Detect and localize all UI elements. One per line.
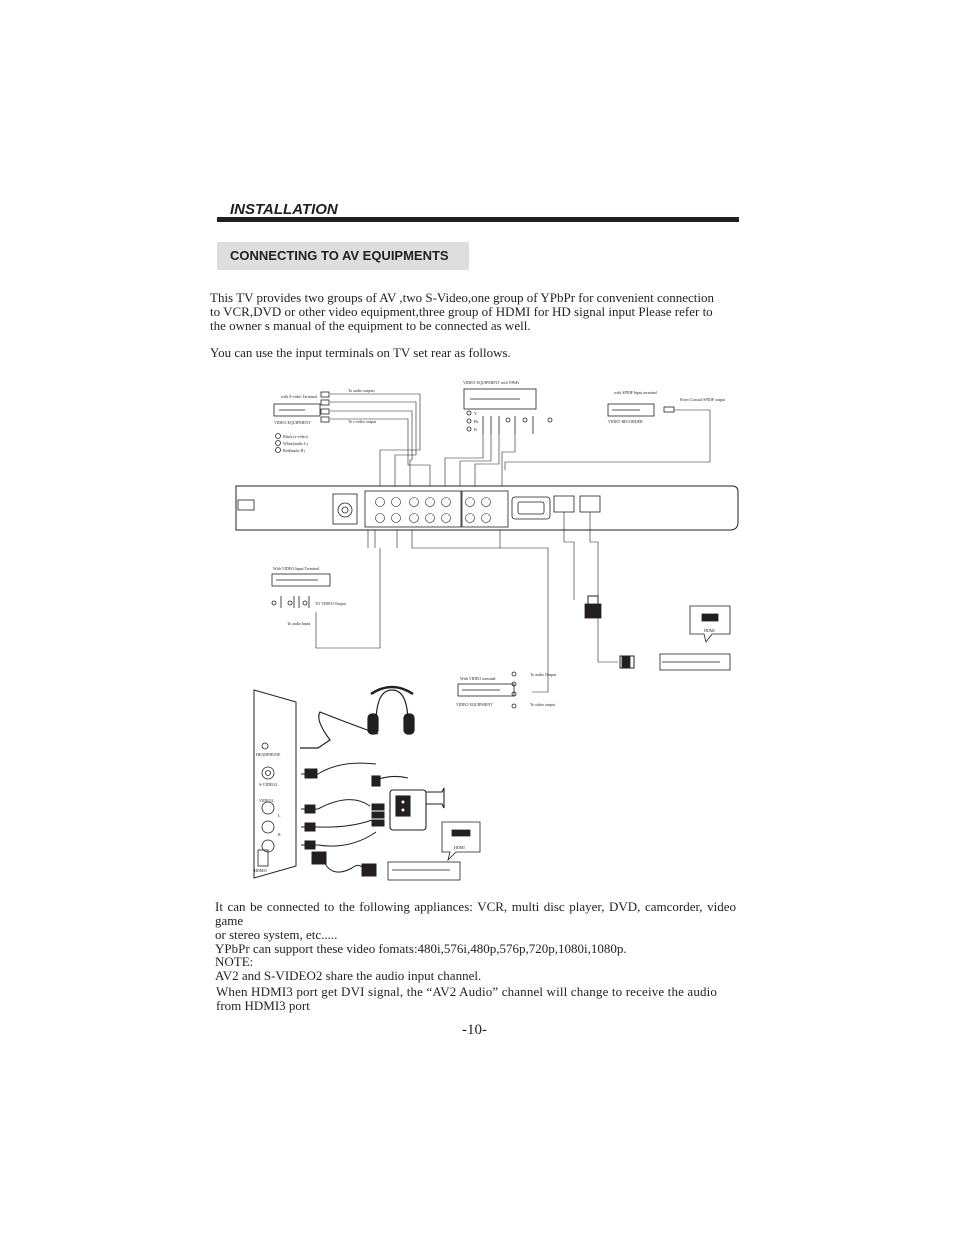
- side-l: L: [278, 813, 281, 818]
- note-line-2: When HDMI3 port get DVI signal, the “AV2…: [216, 984, 718, 999]
- top-cables: [330, 393, 711, 486]
- video-in-to-audio: To audio Input: [287, 621, 311, 626]
- section-title: INSTALLATION: [230, 201, 338, 218]
- page-number: -10-: [462, 1022, 487, 1038]
- svideo-equipment: [273, 391, 330, 453]
- svideo-video-out: To s-video output: [348, 419, 377, 424]
- video-in-to-video: TO VIDEO Output: [315, 601, 347, 606]
- ypbpr-y: Y: [474, 411, 477, 416]
- banner-title: CONNECTING TO AV EQUIPMENTS: [230, 248, 449, 263]
- appliance-line-1: It can be connected to the following app…: [215, 899, 736, 928]
- side-cables: [301, 762, 385, 877]
- svideo-device-title: with S-video Terminal: [281, 394, 318, 399]
- intro-paragraph-2: You can use the input terminals on TV se…: [210, 345, 511, 360]
- bottom-cables: [315, 512, 618, 693]
- hdmi-plug-vertical: [584, 595, 635, 669]
- side-hdmi3: HDMI3: [254, 868, 267, 873]
- appliance-text: It can be connected to the following app…: [215, 900, 736, 956]
- video-term-label: VIDEO EQUIPMENT: [456, 702, 493, 707]
- video-in-title: With VIDEO Input Terminal: [273, 566, 320, 571]
- spdif-out: From Coaxial SPDIF output: [680, 397, 726, 402]
- side-r: R: [278, 832, 281, 837]
- note-line-1: AV2 and S-VIDEO2 share the audio input c…: [215, 968, 482, 983]
- spdif-recorder: [607, 403, 675, 417]
- spdif-device-title: with SPDIF Input terminal: [614, 390, 658, 395]
- note-block-2: When HDMI3 port get DVI signal, the “AV2…: [216, 985, 744, 1013]
- intro-paragraph: This TV provides two groups of AV ,two S…: [210, 291, 731, 333]
- side-video2: VIDEO2: [259, 798, 273, 803]
- spdif-device-label: VIDEO RECORDER: [608, 419, 643, 424]
- video-terminal-device: [457, 671, 517, 709]
- section-banner: CONNECTING TO AV EQUIPMENTS: [217, 242, 469, 270]
- header-rule: [217, 217, 739, 222]
- hdmi-player-right: [659, 653, 731, 671]
- hdmi-player-lower: [387, 861, 461, 881]
- tv-rear-panel: [235, 485, 739, 531]
- hdmi-label-2: HDMI: [454, 845, 465, 850]
- svideo-audio-out: To audio outputs: [348, 388, 375, 393]
- hdmi-label-1: HDMI: [704, 628, 715, 633]
- ypbpr-pb: Pb: [474, 419, 478, 424]
- ypbpr-device-label: VIDEO EQUIPMENT with YPbPr: [463, 380, 520, 385]
- tv-side-panel: [253, 689, 297, 879]
- side-headphone: HEADPHONE: [256, 752, 281, 757]
- headphones-icon: [300, 685, 415, 749]
- ypbpr-pr: Pr: [474, 427, 478, 432]
- intro-line-1: This TV provides two groups of AV ,two S…: [210, 290, 715, 305]
- video-term-audio: To audio Output: [530, 672, 557, 677]
- side-svideo2: S-VIDEO2: [259, 782, 277, 787]
- connection-diagram: with S-video Terminal VIDEO EQUIPMENT To…: [200, 372, 760, 892]
- video-term-video: To video output: [530, 702, 556, 707]
- camcorder-icon: [371, 775, 445, 831]
- hdmi-callout-2: [441, 821, 481, 862]
- note-line-3: from HDMI3 port: [216, 998, 310, 1013]
- note-heading: NOTE:: [215, 954, 254, 969]
- hdmi-callout-1: [689, 605, 731, 643]
- legend-white: White(audio L): [283, 441, 308, 446]
- intro-line-2: to VCR,DVD or other video equipment,thre…: [210, 304, 713, 319]
- legend-black: Black (s-video): [283, 434, 308, 439]
- note-block: NOTE: AV2 and S-VIDEO2 share the audio i…: [215, 955, 736, 983]
- intro-line-3: the owner s manual of the equipment to b…: [210, 318, 531, 333]
- appliance-line-2: or stereo system, etc.....: [215, 927, 338, 942]
- legend-red: Red(audio R): [283, 448, 305, 453]
- ypbpr-equipment: [463, 388, 553, 434]
- svideo-device-label: VIDEO EQUIPMENT: [274, 420, 311, 425]
- ypbpr-formats-line: YPbPr can support these video fomats:480…: [215, 941, 627, 956]
- video-input-device: [271, 573, 331, 608]
- video-term-title: With VIDEO terminal: [460, 676, 496, 681]
